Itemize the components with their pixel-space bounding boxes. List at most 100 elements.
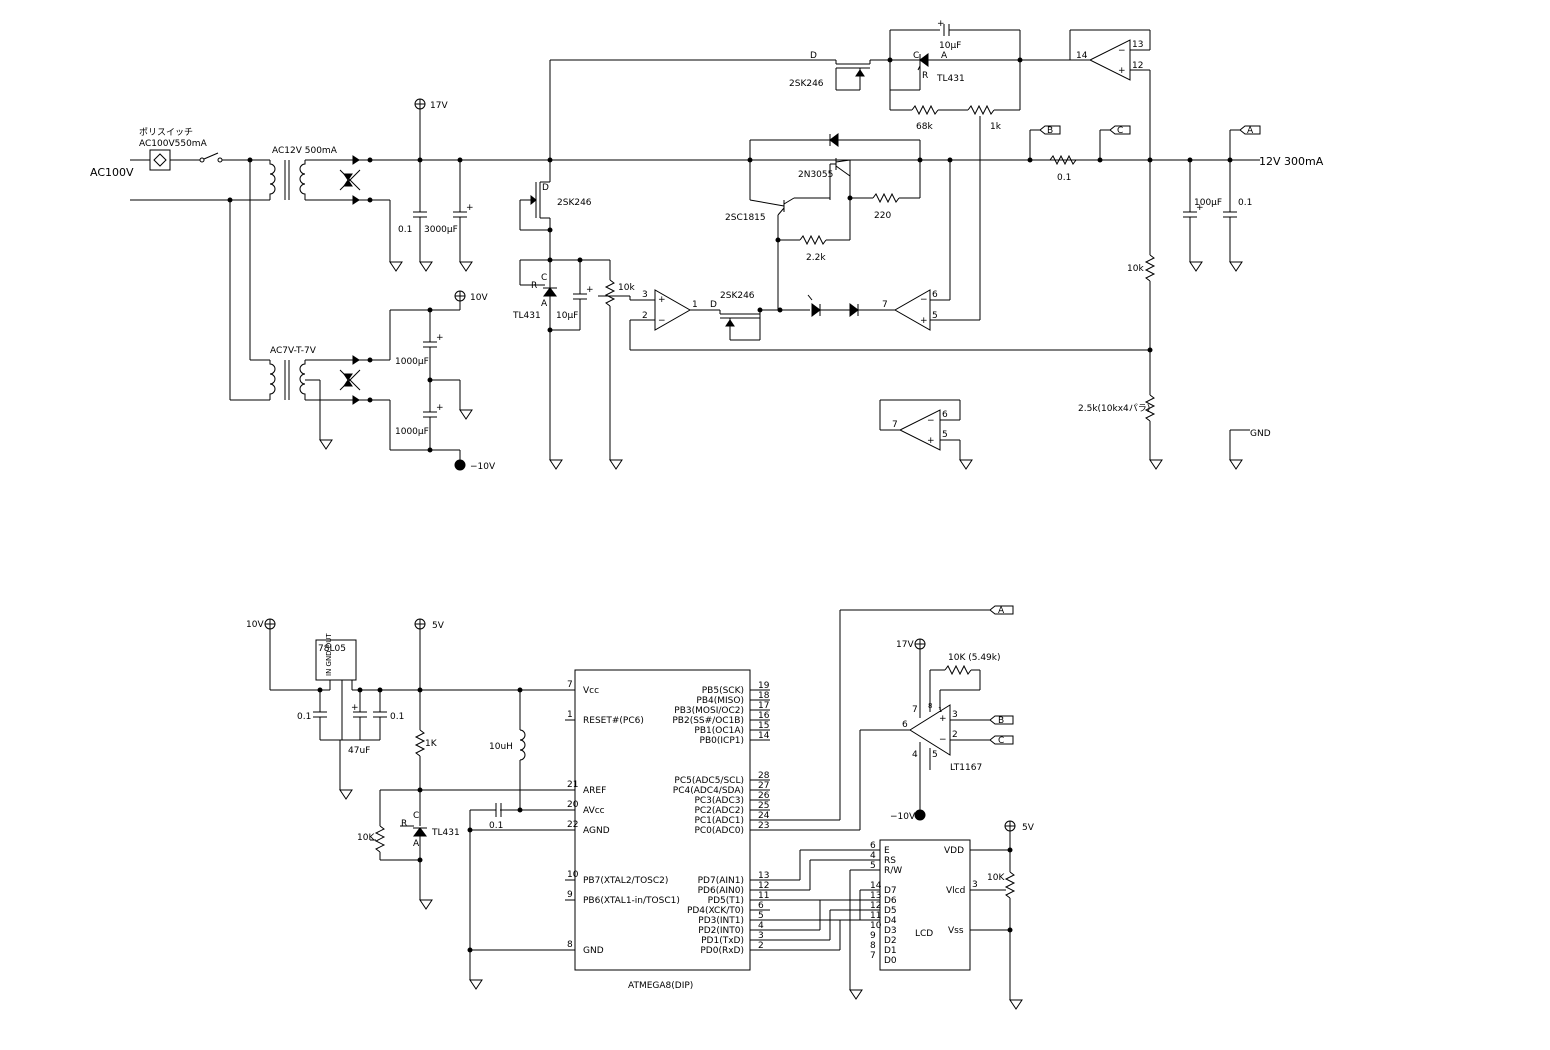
svg-text:+: + — [937, 19, 945, 29]
pot-10k-label: 10k — [618, 283, 635, 293]
resistor-220 — [872, 192, 900, 204]
opamp-3-pin14: 14 — [1076, 51, 1088, 61]
chip-right-pin-num: 23 — [758, 821, 769, 831]
chip-left-pin-num: 8 — [567, 940, 573, 950]
chip-left-pin-label: GND — [583, 946, 604, 956]
lcd-pin-num: 13 — [870, 891, 881, 901]
mcu-neg10v-symbol — [914, 809, 926, 821]
pot-10k[interactable] — [598, 279, 616, 307]
mcu-10v-symbol — [264, 618, 276, 630]
pot-1k-label: 1k — [990, 122, 1002, 132]
pot-10k-aref-label: 10K — [357, 833, 375, 843]
opamp-3-pin13: 13 — [1132, 40, 1143, 50]
lcd-pin-num: 4 — [870, 851, 876, 861]
chip-right-pin-num: 24 — [758, 811, 770, 821]
cap-0-1-input — [413, 211, 427, 218]
polyswitch-label: ポリスイッチ — [139, 127, 193, 138]
tag-a-top-label: A — [1247, 126, 1254, 136]
lcd-pin-label: D7 — [884, 886, 897, 896]
gnd-label: GND — [1250, 429, 1271, 439]
tl431-left-pin-r: R — [531, 281, 537, 291]
pot-10k-aref[interactable] — [370, 825, 386, 853]
chip-left-pin-num: 9 — [567, 890, 573, 900]
svg-text:+: + — [658, 295, 666, 305]
cap-0-1-reg-out — [373, 711, 387, 718]
mcu-17v-label: 17V — [896, 640, 914, 650]
chip-right-pin-label: PD0(RxD) — [700, 946, 744, 956]
cap-10uf-left: + — [573, 285, 594, 300]
chip-right-pin-num: 4 — [758, 921, 764, 931]
lcd-pin-label: D6 — [884, 896, 897, 906]
chip-right-pin-label: PD5(T1) — [708, 896, 744, 906]
lcd-pot-pin: 3 — [972, 880, 978, 890]
svg-text:+: + — [927, 436, 935, 446]
mcu-5v-label: 5V — [432, 621, 445, 631]
lcd-5v-symbol — [1004, 820, 1016, 832]
rail-17v-label: 17V — [430, 101, 448, 111]
lt1167-pin2: 2 — [952, 730, 958, 740]
jfet-2sk246-low-label: 2SK246 — [720, 291, 755, 301]
lcd-pin-label: D2 — [884, 936, 897, 946]
chip-right-pin-label: PC2(ADC2) — [694, 806, 744, 816]
tag-c-top — [1100, 125, 1131, 135]
chip-left-pin-num: 21 — [567, 780, 578, 790]
cap-1000uf-b: + — [423, 403, 444, 418]
chip-right-pin-label: PB3(MOSI/OC2) — [674, 706, 744, 716]
lcd-pin-label: D5 — [884, 906, 897, 916]
tl431-left-pin-a: A — [541, 299, 548, 309]
lt1167-label: LT1167 — [950, 763, 982, 773]
tl431-mcu-pin-c: C — [413, 811, 419, 821]
chip-right-pin-label: PB4(MISO) — [696, 696, 744, 706]
chip-right-pin-label: PC1(ADC1) — [694, 816, 744, 826]
transistor-2sc1815-label: 2SC1815 — [725, 213, 766, 223]
chip-right-pin-num: 12 — [758, 881, 769, 891]
tl431-left-label: TL431 — [512, 311, 541, 321]
opamp-spare-pin5: 5 — [942, 430, 948, 440]
led — [807, 294, 821, 317]
resistor-1k — [414, 729, 426, 757]
chip-left-pin-label: AVcc — [583, 806, 605, 816]
rail-10v-label: 10V — [470, 293, 488, 303]
chip-left-pin-label: PB7(XTAL2/TOSC2) — [583, 876, 668, 886]
inductor-10uh-label: 10uH — [489, 742, 513, 752]
opamp-spare-pin6: 6 — [942, 410, 948, 420]
jfet-top-drain-label: D — [810, 51, 817, 61]
tag-a-top — [1230, 125, 1261, 135]
chip-right-pin-label: PC3(ADC3) — [694, 796, 744, 806]
lcd-pin-num: 7 — [870, 951, 876, 961]
cap-47uf-label: 47uF — [348, 746, 370, 756]
chip-right-pin-num: 26 — [758, 791, 770, 801]
cap-10uf-left-label: 10μF — [556, 311, 578, 321]
pot-1k[interactable] — [967, 104, 995, 120]
regulator-78l05 — [315, 639, 357, 690]
opamp-3: −+ — [1088, 39, 1131, 81]
opamp-2-pin5: 5 — [932, 311, 938, 321]
lcd-module — [879, 839, 971, 971]
lcd-5v-label: 5V — [1022, 823, 1035, 833]
gain-resistor[interactable] — [944, 664, 972, 676]
lcd-vdd-label: VDD — [944, 846, 964, 856]
chip-right-pin-label: PB2(SS#/OC1B) — [672, 716, 744, 726]
mcu-neg10v-label: −10V — [890, 812, 916, 822]
chip-left-pin-label: PB6(XTAL1-in/TOSC1) — [583, 896, 680, 906]
jfet-2sk246-low — [719, 310, 760, 340]
lcd-pin-num: 5 — [870, 861, 876, 871]
tag-b-mcu-label: B — [998, 716, 1004, 726]
ac-input-label: AC100V — [90, 166, 134, 179]
lcd-contrast-pot[interactable] — [1004, 871, 1016, 899]
lcd-pin-num: 11 — [870, 911, 881, 921]
resistor-2-5k-label: 2.5k(10kx4パラ) — [1078, 403, 1150, 414]
lcd-pin-num: 12 — [870, 901, 881, 911]
diode-series — [849, 303, 859, 317]
opamp-1: +− — [654, 289, 692, 331]
chip-left-pin-label: RESET#(PC6) — [583, 716, 644, 726]
chip-right-pin-num: 14 — [758, 731, 770, 741]
diode-top — [829, 133, 839, 147]
lcd-contrast-pot-label: 10K — [987, 873, 1005, 883]
tl431-mcu-pin-a: A — [413, 839, 420, 849]
chip-left-pin-label: AGND — [583, 826, 610, 836]
transistor-2n3055-label: 2N3055 — [798, 170, 833, 180]
bridge-rectifier-1 — [330, 155, 370, 205]
bridge-rectifier-2 — [330, 355, 370, 405]
